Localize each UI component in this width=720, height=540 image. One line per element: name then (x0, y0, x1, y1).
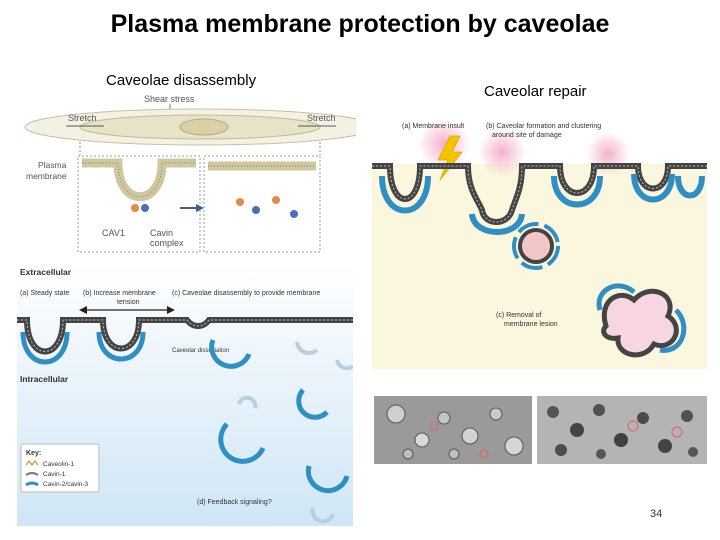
panel-b-label-1: (b) Increase membrane (83, 290, 156, 297)
released-cavin-arc (335, 359, 353, 371)
key-item-2: Cavin-1 (43, 471, 66, 478)
released-cavin-arc (310, 507, 335, 524)
released-cavin-arc (218, 422, 266, 464)
released-cavin-dot (290, 210, 298, 218)
highlight-circle (479, 449, 489, 459)
released-cavin-dot (236, 198, 244, 206)
repair-panel-c-label-1: (c) Removal of (496, 312, 542, 319)
membrane-lipid-detail (17, 319, 353, 352)
highlight-circle (429, 421, 439, 431)
repair-panel-a-label: (a) Membrane insult (402, 123, 464, 130)
repair-panel-b-label-2: around site of damage (492, 132, 562, 139)
key-item-3: Cavin-2/cavin-3 (43, 481, 89, 488)
micrograph-particle (614, 433, 628, 447)
micrograph-particle (596, 449, 606, 459)
caveolin-1-swatch (25, 460, 39, 466)
micrograph-particle (547, 406, 559, 418)
plasma-membrane-label-1: Plasma (38, 160, 67, 170)
stretch-left-label: Stretch (68, 113, 97, 123)
nucleus (179, 118, 229, 136)
page-number: 34 (650, 508, 663, 520)
micrograph-vesicle (402, 448, 414, 460)
caveolar-dissociation-label: Caveolar dissociation (172, 348, 229, 354)
endocytosed-lesion-cluster (601, 288, 679, 358)
caveolae-disassembly-schematic: Shear stress Stretch Stretch Plasma memb… (24, 94, 356, 253)
micrograph-particle (658, 439, 672, 453)
disassembly-arrowhead (196, 204, 204, 212)
extracellular-label: Extracellular (20, 267, 72, 277)
released-cavin-arc (237, 395, 258, 409)
micrograph-particle (688, 447, 698, 457)
cavin-coat (469, 213, 525, 235)
tension-arrowhead-left (79, 306, 87, 314)
released-cavin-arc (295, 341, 319, 356)
highlight-circle (671, 426, 683, 438)
cavin-complex-label-2: complex (150, 238, 184, 248)
micrograph-vesicle (461, 427, 479, 445)
cavin-complex-label-1: Cavin (150, 228, 173, 238)
cavin-1-swatch (25, 472, 39, 476)
panel-c-label: (c) Caveolae disassembly to provide memb… (172, 290, 320, 297)
micrograph-left (374, 396, 532, 464)
cavin-coat (20, 331, 70, 365)
micrograph-vesicle (504, 436, 524, 456)
released-cavin-arc (296, 388, 329, 420)
panel-d-label: (d) Feedback signaling? (197, 499, 272, 506)
key-box (20, 443, 100, 493)
lesion-glow (478, 128, 526, 176)
micrograph-particle (637, 412, 649, 424)
cavin-coat (96, 331, 146, 362)
caveolar-vesicle (518, 228, 554, 264)
left-heading: Caveolae disassembly (106, 72, 257, 89)
micrograph-vesicle (437, 411, 451, 425)
key-item-1: Caveolin-1 (43, 461, 74, 468)
cavin-complex-dot (131, 204, 139, 212)
cluster-cavin-coat (596, 283, 636, 311)
key-title: Key: (26, 450, 41, 457)
slide-title: Plasma membrane protection by caveolae (110, 10, 610, 38)
micrograph-vesicle (386, 404, 406, 424)
micrograph-right (537, 396, 707, 464)
released-cavin-dot (252, 206, 260, 214)
cavin-coat (551, 175, 603, 208)
micrograph-particle (570, 423, 584, 437)
cav1-label: CAV1 (102, 228, 125, 238)
cavin-2-3-swatch (25, 481, 39, 487)
vesicle-cavin-coat (512, 222, 560, 270)
micrograph-particle (593, 404, 605, 416)
zoom-box-before (77, 155, 201, 253)
tension-arrowhead-right (167, 306, 175, 314)
plasma-membrane-label-2: membrane (26, 171, 67, 181)
cluster-cavin-coat (659, 308, 687, 353)
repair-panel-b-label-1: (b) Caveolar formation and clustering (486, 123, 601, 130)
cavin-coat (631, 173, 675, 203)
highlight-circle (627, 420, 639, 432)
stretch-right-label: Stretch (307, 113, 336, 123)
zoom-box-after (203, 155, 321, 253)
right-heading: Caveolar repair (484, 83, 587, 100)
released-cavin-arc (209, 339, 252, 369)
plasma-membrane-band (372, 163, 707, 225)
caveolar-repair-figure: (a) Membrane insult (b) Caveolar formati… (372, 114, 707, 369)
intracellular-label: Intracellular (20, 374, 69, 384)
micrograph-vesicle (489, 407, 503, 421)
cavin-coat (379, 175, 431, 214)
panel-a-label: (a) Steady state (20, 290, 70, 297)
shear-stress-label: Shear stress (144, 94, 195, 104)
repair-panel-c-label-2: membrane lesion (504, 321, 558, 328)
released-cavin-arc (305, 465, 350, 494)
caveola-lipid-detail (82, 162, 196, 198)
released-cavin-dot (272, 196, 280, 204)
micrograph-vesicle (448, 448, 460, 460)
membrane-tension-figure: Extracellular (a) Steady state (b) Incre… (17, 262, 353, 526)
micrograph-vesicle (414, 432, 430, 448)
micrograph-particle (555, 444, 567, 456)
cavin-coat (675, 175, 705, 199)
cavin-complex-dot (141, 204, 149, 212)
micrograph-particle (681, 410, 693, 422)
panel-b-label-2: tension (117, 299, 140, 306)
